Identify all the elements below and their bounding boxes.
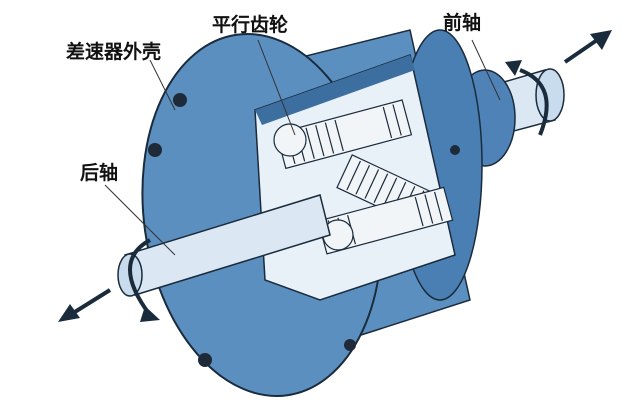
label-rear-axle: 后轴 [80,162,119,184]
label-parallel-gears: 平行齿轮 [212,14,289,36]
bolt-hole [198,353,212,367]
parallel-gears [273,99,454,255]
motion-arrows [58,30,612,322]
label-front-axle: 前轴 [443,12,482,34]
leader-lines [104,39,501,256]
bolt-hole [148,143,162,157]
bolt-hole [173,93,187,107]
bolt-hole [450,145,460,155]
bolt-hole [344,339,356,351]
label-housing: 差速器外壳 [66,41,162,63]
